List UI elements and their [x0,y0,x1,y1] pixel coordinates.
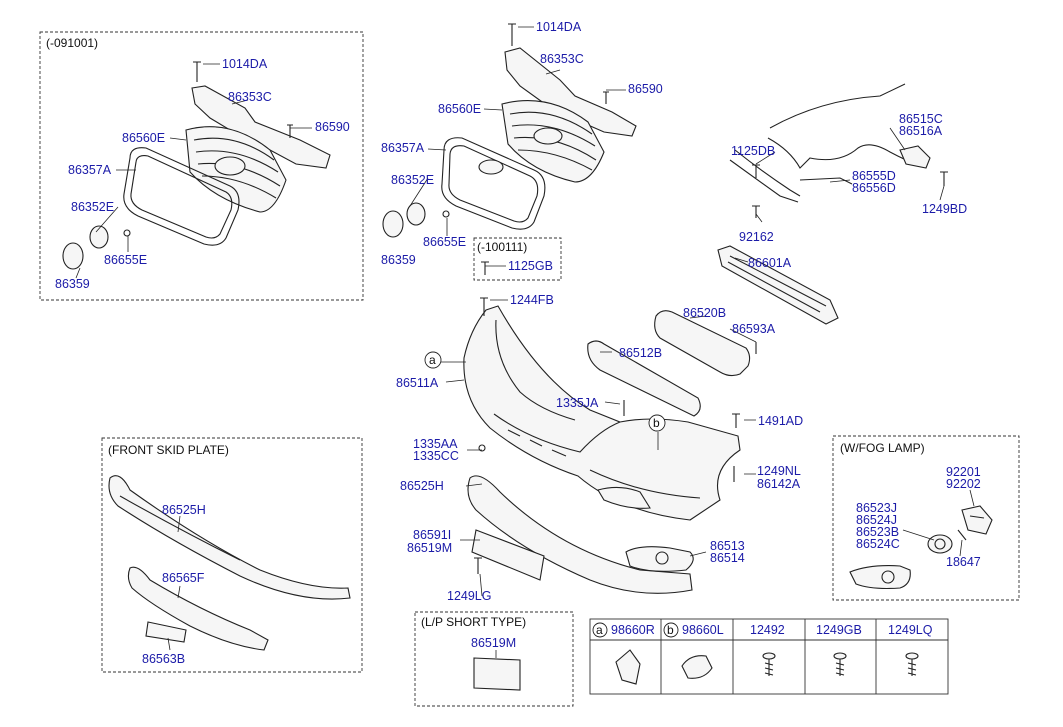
table-header-1249lq: 1249LQ [888,623,933,637]
callout-a: a [429,353,436,367]
label-18647: 18647 [946,555,981,569]
label-92201: 92201 [946,465,981,479]
label-86555d: 86555D [852,169,896,183]
label-1491ad: 1491AD [758,414,803,428]
grille-old-header: (-091001) [46,36,98,50]
fender-drawing [587,83,948,417]
fog-lamp-drawing [849,505,993,590]
label-86525h-skid: 86525H [162,503,206,517]
label-86515c: 86515C [899,112,943,126]
screw-1249gb-icon [833,652,847,676]
label-1014da-main: 1014DA [536,20,582,34]
table-header-98660r: 98660R [611,623,655,637]
label-86352e-old: 86352E [71,200,114,214]
label-86516a: 86516A [899,124,943,138]
short-type-header: (L/P SHORT TYPE) [421,615,526,629]
label-1335aa: 1335AA [413,437,458,451]
label-1125db: 1125DB [731,144,775,158]
label-86514: 86514 [710,551,745,565]
fender-leaders [600,127,945,353]
label-86565f: 86565F [162,571,205,585]
clip-98660l-icon [681,655,713,679]
label-86524j: 86524J [856,513,897,527]
label-86590-main: 86590 [628,82,663,96]
label-92162: 92162 [739,230,774,244]
label-86519m-short: 86519M [471,636,516,650]
table-header-12492: 12492 [750,623,785,637]
label-86524c: 86524C [856,537,900,551]
label-86560e-old: 86560E [122,131,165,145]
grille-main-drawing [382,23,637,275]
screw-12492-icon [762,652,776,676]
label-1249nl: 1249NL [757,464,801,478]
label-86359-old: 86359 [55,277,90,291]
fog-lamp-header: (W/FOG LAMP) [840,441,925,455]
label-1125gb: 1125GB [508,259,553,273]
label-86359-main: 86359 [381,253,416,267]
fog-lamp-leaders [902,489,975,557]
grille-old-box [39,31,364,301]
label-86357a-main: 86357A [381,141,425,155]
label-86523j: 86523J [856,501,897,515]
fog-lamp-box [832,435,1020,601]
label-86511a: 86511A [396,376,439,390]
label-86601a: 86601A [748,256,792,270]
label-86655e-old: 86655E [104,253,147,267]
skid-plate-drawing [108,475,351,651]
table-mark-a: a [596,623,603,637]
label-1244fb: 1244FB [510,293,554,307]
grille-main-leaders [409,26,626,267]
label-92202: 92202 [946,477,981,491]
label-86593a: 86593A [732,322,776,336]
label-86590-old: 86590 [315,120,350,134]
label-1249lg: 1249LG [447,589,491,603]
part-labels: 1014DA 86353C 86590 86560E 86357A 86352E… [55,20,981,666]
label-1335cc: 1335CC [413,449,459,463]
label-86513: 86513 [710,539,745,553]
label-86520b: 86520B [683,306,726,320]
label-86556d: 86556D [852,181,896,195]
skid-plate-box [101,437,363,673]
bolt-box-header: (-100111) [477,240,527,254]
label-86523b: 86523B [856,525,899,539]
label-86591i: 86591I [413,528,451,542]
skid-plate-header: (FRONT SKID PLATE) [108,443,229,457]
label-86512b: 86512B [619,346,662,360]
label-86563b: 86563B [142,652,185,666]
clip-98660r-icon [615,649,641,685]
screw-1249lq-icon [905,652,919,676]
label-86655e-main: 86655E [423,235,466,249]
label-86357a-old: 86357A [68,163,112,177]
hardware-table: a 98660R b 98660L 12492 1249GB 1249LQ [589,618,949,695]
skid-plate-leaders [167,515,181,651]
short-type-box [414,611,574,707]
label-86353c-old: 86353C [228,90,272,104]
bumper-drawing [463,297,741,594]
callouts: a b [424,351,666,432]
label-86352e-main: 86352E [391,173,434,187]
grille-old-drawing [62,61,331,270]
table-header-1249gb: 1249GB [816,623,862,637]
label-86142a: 86142A [757,477,801,491]
label-1335ja: 1335JA [556,396,599,410]
bolt-box [473,237,562,281]
label-1014da-old: 1014DA [222,57,268,71]
table-header-98660l: 98660L [682,623,724,637]
label-86353c-main: 86353C [540,52,584,66]
bumper-leaders [441,299,756,597]
short-type-drawing [473,650,521,691]
label-86525h-main: 86525H [400,479,444,493]
label-86519m-main: 86519M [407,541,452,555]
callout-b: b [653,416,660,430]
label-1249bd: 1249BD [922,202,967,216]
table-mark-b: b [667,623,674,637]
label-86560e-main: 86560E [438,102,481,116]
grille-old-leaders [75,63,312,279]
